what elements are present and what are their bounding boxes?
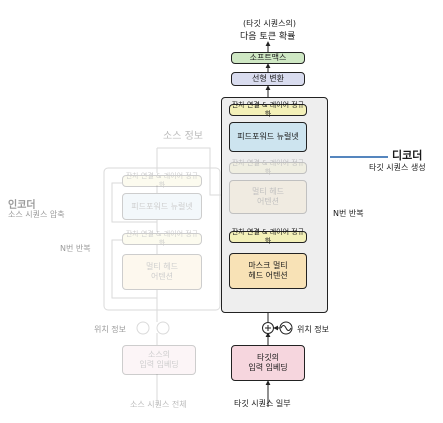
encoder-source-info: 소스 정보 (163, 131, 203, 142)
encoder-attention-line2: 어텐션 (150, 272, 174, 281)
decoder-addnorm-top-label: 잔차 연결 & 레이어 정규화 (231, 101, 305, 118)
encoder-repeat-label: N번 반복 (60, 244, 91, 253)
encoder-addnorm-bottom-label: 잔차 연결 & 레이어 정규화 (125, 230, 199, 247)
linear-label: 선형 변환 (252, 74, 284, 83)
encoder-feedforward-label: 피드포워드 뉴럴넷 (131, 201, 193, 211)
masked-attention-label: 마스크 멀티 헤드 어텐션 (248, 261, 287, 281)
target-embedding-line2: 입력 임베딩 (248, 363, 288, 372)
encoder-addnorm-bottom: 잔차 연결 & 레이어 정규화 (122, 230, 202, 247)
encoder-attention-line1: 멀티 헤드 (146, 262, 178, 271)
output-caption-line2: 다음 토큰 확률 (240, 32, 296, 42)
decoder-cross-attention-label: 멀티 헤드 어텐션 (252, 187, 284, 207)
decoder-addnorm-mid: 잔차 연결 & 레이어 정규화 (229, 159, 307, 176)
target-embedding-line1: 타깃의 (256, 353, 280, 362)
decoder-positional-label: 위치 정보 (297, 325, 329, 334)
encoder-addnorm-top-label: 잔차 연결 & 레이어 정규화 (125, 172, 199, 189)
masked-attention-block: 마스크 멀티 헤드 어텐션 (229, 253, 307, 289)
source-embedding-line2: 입력 임베딩 (139, 360, 179, 369)
masked-attention-line1: 마스크 멀티 (248, 261, 288, 270)
source-embedding-label: 소스의 입력 임베딩 (139, 350, 178, 370)
softmax-block: 소프트맥스 (231, 52, 305, 64)
encoder-title: 인코더 (8, 200, 36, 211)
encoder-feedforward-block: 피드포워드 뉴럴넷 (122, 193, 202, 220)
encoder-attention-block: 멀티 헤드 어텐션 (122, 254, 202, 290)
decoder-addnorm-mid-label: 잔차 연결 & 레이어 정규화 (231, 159, 305, 176)
encoder-addnorm-top: 잔차 연결 & 레이어 정규화 (122, 172, 202, 189)
encoder-positional-label: 위치 정보 (94, 325, 126, 334)
masked-attention-line2: 헤드 어텐션 (248, 271, 288, 280)
encoder-attention-label: 멀티 헤드 어텐션 (146, 262, 178, 282)
decoder-feedforward-label: 피드포워드 뉴럴넷 (237, 132, 299, 141)
softmax-label: 소프트맥스 (249, 53, 287, 62)
source-embedding-block: 소스의 입력 임베딩 (122, 345, 196, 375)
cross-attention-line1: 멀티 헤드 (252, 187, 284, 196)
decoder-addnorm-bottom: 잔차 연결 & 레이어 정규화 (229, 228, 307, 245)
cross-attention-line2: 어텐션 (256, 197, 280, 206)
decoder-repeat-label: N번 반복 (333, 209, 364, 218)
output-caption-line1: (타깃 시퀀스의) (243, 19, 296, 28)
target-embedding-label: 타깃의 입력 임베딩 (248, 353, 287, 373)
decoder-addnorm-bottom-label: 잔차 연결 & 레이어 정규화 (231, 228, 305, 245)
source-input-label: 소스 시퀀스 전체 (130, 400, 187, 409)
decoder-title: 디코더 (392, 149, 423, 162)
encoder-subtitle: 소스 시퀀스 압축 (8, 210, 65, 219)
linear-block: 선형 변환 (231, 72, 305, 86)
decoder-addnorm-top: 잔차 연결 & 레이어 정규화 (229, 101, 307, 118)
decoder-cross-attention-block: 멀티 헤드 어텐션 (229, 180, 307, 214)
target-embedding-block: 타깃의 입력 임베딩 (231, 345, 305, 381)
decoder-feedforward-block: 피드포워드 뉴럴넷 (229, 122, 307, 152)
source-embedding-line1: 소스의 (147, 350, 171, 359)
target-input-label: 타깃 시퀀스 일부 (234, 399, 291, 408)
decoder-subtitle: 타깃 시퀀스 생성 (369, 163, 426, 172)
